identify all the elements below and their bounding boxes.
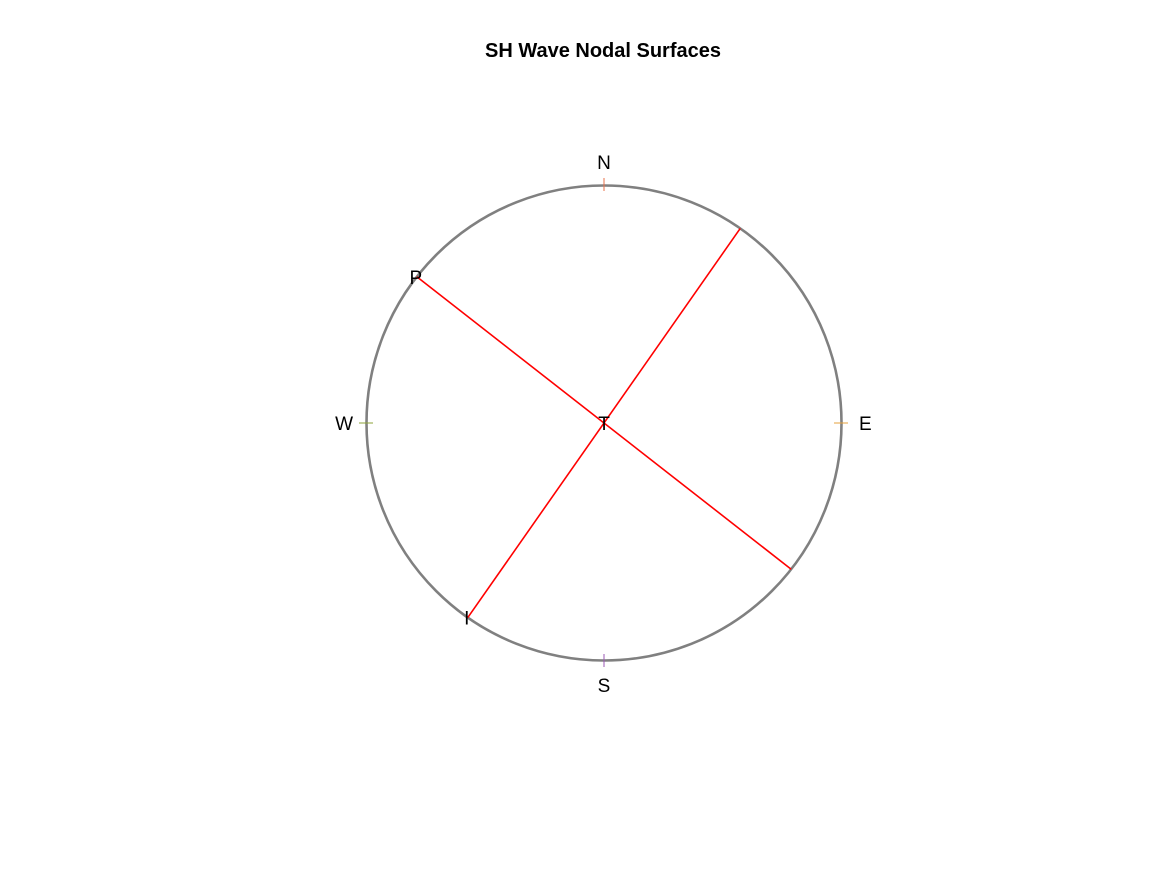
center-label: T bbox=[598, 414, 610, 435]
east-label: E bbox=[859, 414, 872, 435]
nodal-line-2-label: I bbox=[464, 609, 469, 630]
south-label: S bbox=[598, 676, 611, 697]
plot-title: SH Wave Nodal Surfaces bbox=[485, 40, 721, 62]
west-label: W bbox=[335, 414, 353, 435]
nodal-line-1-label: P bbox=[410, 268, 423, 289]
north-label: N bbox=[597, 153, 611, 174]
nodal-line-2 bbox=[467, 227, 741, 619]
